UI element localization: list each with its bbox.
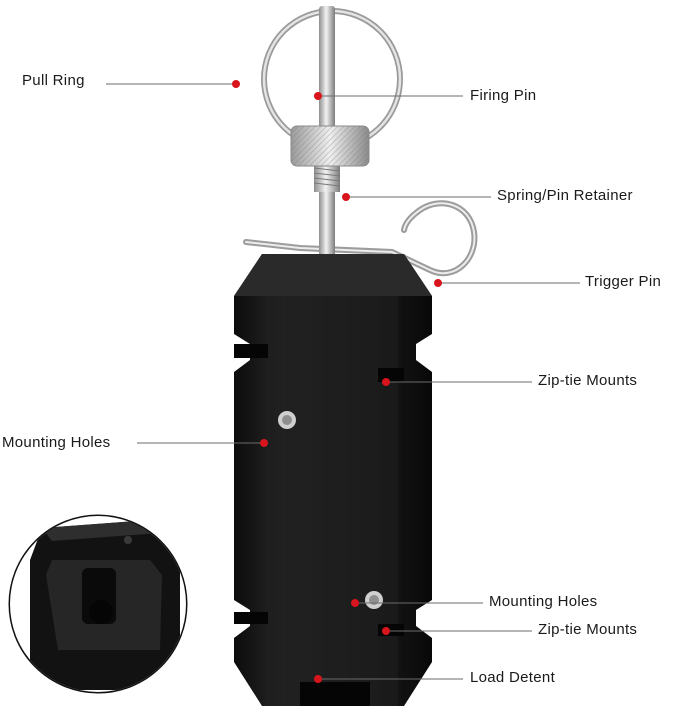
trigger-pin-dot xyxy=(434,279,442,287)
label-mounting-holes-left: Mounting Holes xyxy=(2,434,110,451)
label-pull-ring: Pull Ring xyxy=(22,72,85,89)
label-mounting-holes-bottom: Mounting Holes xyxy=(489,593,597,610)
mounting-holes-left-dot xyxy=(260,439,268,447)
mounting-holes-bottom-dot xyxy=(351,599,359,607)
device-body-graphic xyxy=(234,254,432,706)
label-firing-pin: Firing Pin xyxy=(470,87,536,104)
load-detent-dot xyxy=(314,675,322,683)
label-zip-tie-mounts-bottom: Zip-tie Mounts xyxy=(538,621,637,638)
zip-tie-mounts-top-dot xyxy=(382,378,390,386)
label-trigger-pin: Trigger Pin xyxy=(585,273,661,290)
pull-ring-dot xyxy=(232,80,240,88)
label-spring-pin-retainer: Spring/Pin Retainer xyxy=(497,187,633,204)
knurled-knob-graphic xyxy=(291,126,369,166)
firing-pin-dot xyxy=(314,92,322,100)
label-zip-tie-mounts-top: Zip-tie Mounts xyxy=(538,372,637,389)
bottom-view-inset xyxy=(10,505,190,705)
zip-tie-mounts-bottom-dot xyxy=(382,627,390,635)
spring-pin-retainer-dot xyxy=(342,193,350,201)
label-load-detent: Load Detent xyxy=(470,669,555,686)
